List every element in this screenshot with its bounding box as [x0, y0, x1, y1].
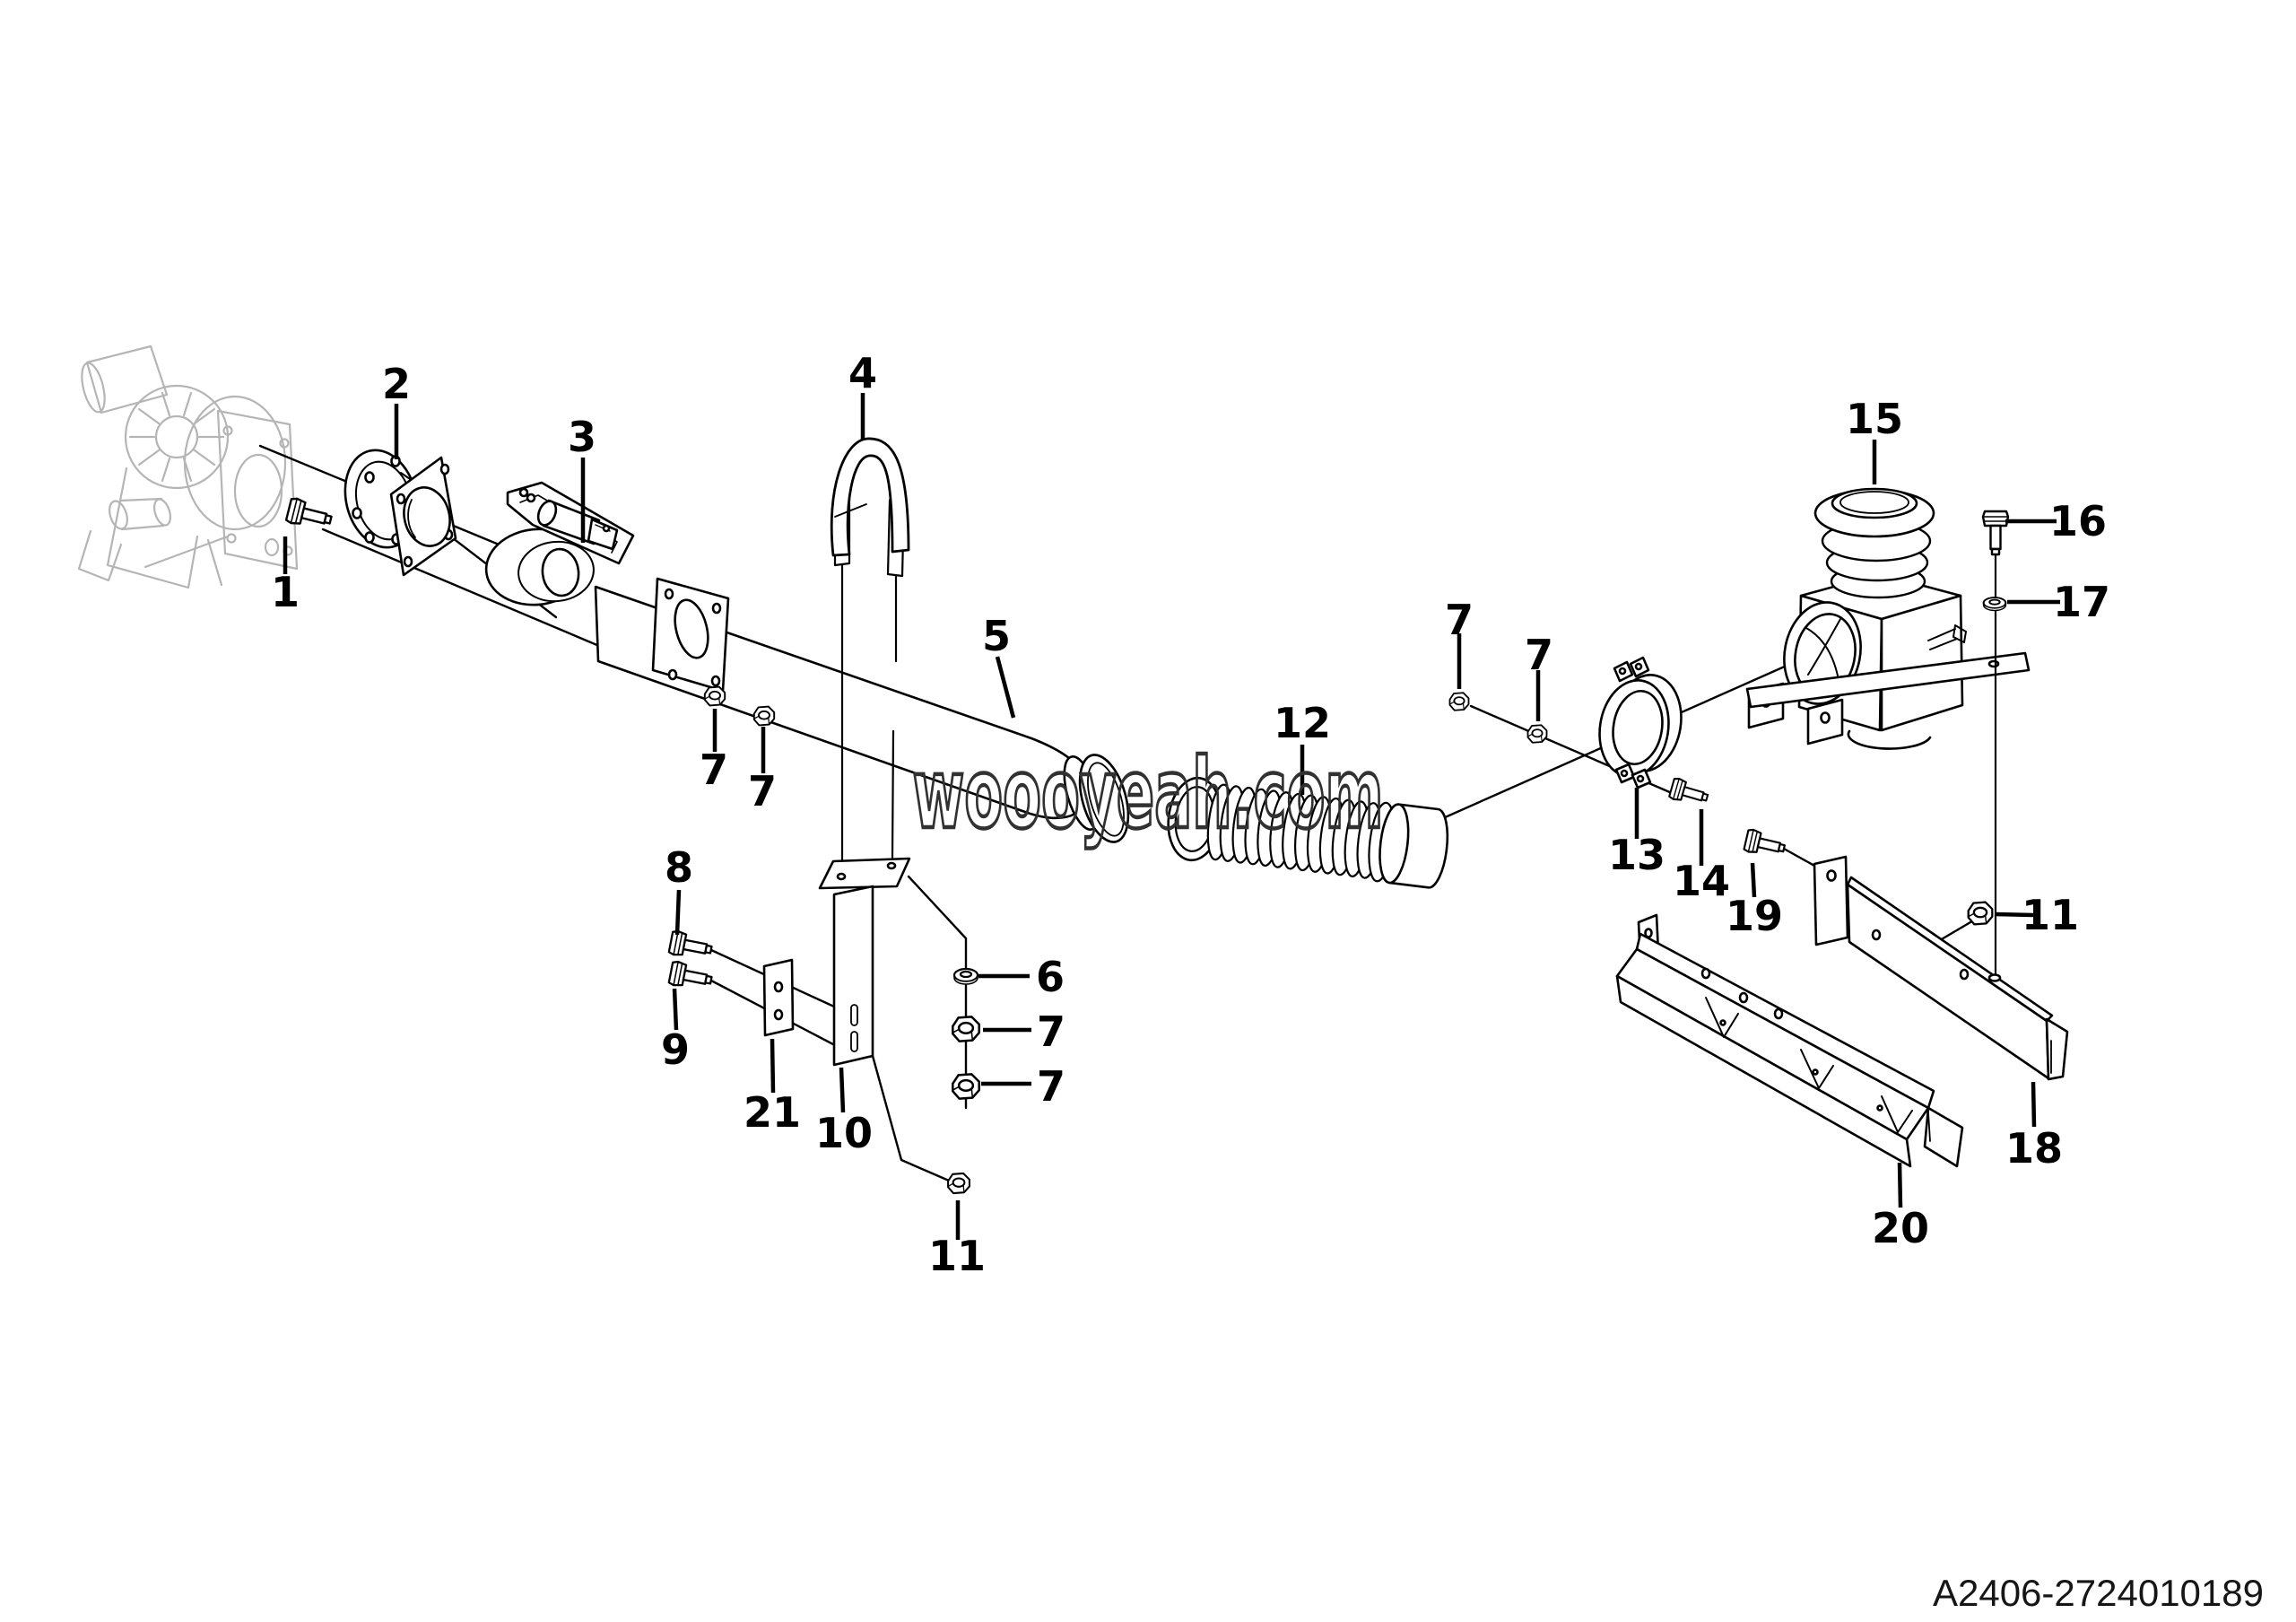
- part-3-clamp-support: [484, 481, 635, 606]
- callout-label-12: 12: [1274, 699, 1331, 747]
- part-7-nut: [752, 705, 776, 727]
- part-7-nut: [952, 1073, 980, 1100]
- part-7-nut: [952, 1016, 980, 1042]
- part-7-nut: [703, 685, 726, 707]
- part-21-backing-plate: [762, 958, 795, 1037]
- callout-label-20: 20: [1872, 1204, 1929, 1252]
- callout-label-11: 11: [928, 1232, 986, 1280]
- callout-label-7: 7: [748, 767, 777, 815]
- callout-labels: 1 2 3 4 5 6 7 7 7 7 7 7 8 9 10 11 11 12 …: [271, 349, 2110, 1280]
- part-20-support-channel: [1615, 913, 1964, 1168]
- callout-label-3: 3: [568, 413, 596, 461]
- part-7-nut: [1526, 724, 1548, 744]
- callout-label-21: 21: [744, 1088, 801, 1137]
- callout-label-7: 7: [700, 746, 728, 794]
- part-19-bolt: [1743, 827, 1788, 861]
- part-15-silencer-box: [1745, 487, 2031, 750]
- part-7-nut: [1448, 692, 1470, 711]
- callout-label-8: 8: [665, 843, 693, 892]
- callout-label-7: 7: [1445, 596, 1474, 644]
- part-9-bolt: [667, 959, 715, 993]
- part-5-exhaust-pipe: [594, 577, 1130, 843]
- callout-label-18: 18: [2005, 1124, 2063, 1173]
- part-14-bolt: [1667, 776, 1711, 809]
- callout-label-6: 6: [1036, 953, 1065, 1001]
- part-4-hanger-strap: [830, 437, 910, 557]
- part-16-bolt: [1981, 510, 2010, 556]
- callout-label-10: 10: [815, 1109, 873, 1157]
- drawing-number: A2406-2724010189: [1933, 1572, 2264, 1614]
- part-6-washer: [952, 967, 979, 986]
- part-12-bellows: [1167, 776, 1449, 889]
- part-10-hanger-bracket: [818, 857, 911, 1067]
- watermark: woooyeah.com: [913, 738, 1384, 850]
- callout-label-7: 7: [1037, 1062, 1065, 1111]
- part-11-nut: [947, 1172, 970, 1195]
- callout-label-4: 4: [848, 349, 877, 397]
- callout-label-14: 14: [1673, 857, 1730, 905]
- callout-label-7: 7: [1037, 1007, 1065, 1056]
- callout-label-19: 19: [1726, 892, 1783, 940]
- callout-label-17: 17: [2053, 578, 2110, 626]
- callout-label-9: 9: [661, 1025, 690, 1074]
- callout-leader-lines: [283, 393, 2060, 1240]
- part-13-vband-clamp: [1598, 656, 1683, 789]
- callout-label-1: 1: [271, 568, 300, 616]
- turbocharger-ghost: [77, 344, 299, 589]
- callout-label-16: 16: [2049, 497, 2107, 545]
- part-18-channel-beam: [1813, 855, 2069, 1081]
- callout-label-7: 7: [1525, 631, 1553, 679]
- callout-label-5: 5: [982, 612, 1011, 660]
- part-8-bolt: [667, 929, 715, 963]
- part-1-bolt: [284, 496, 335, 534]
- callout-label-2: 2: [382, 360, 411, 408]
- callout-label-15: 15: [1846, 395, 1903, 443]
- part-11-nut: [1967, 901, 1994, 926]
- callout-label-13: 13: [1608, 831, 1665, 879]
- part-2-adapter-flange: [344, 449, 457, 577]
- part-17-washer: [1982, 597, 2007, 612]
- callout-label-11: 11: [2022, 891, 2079, 939]
